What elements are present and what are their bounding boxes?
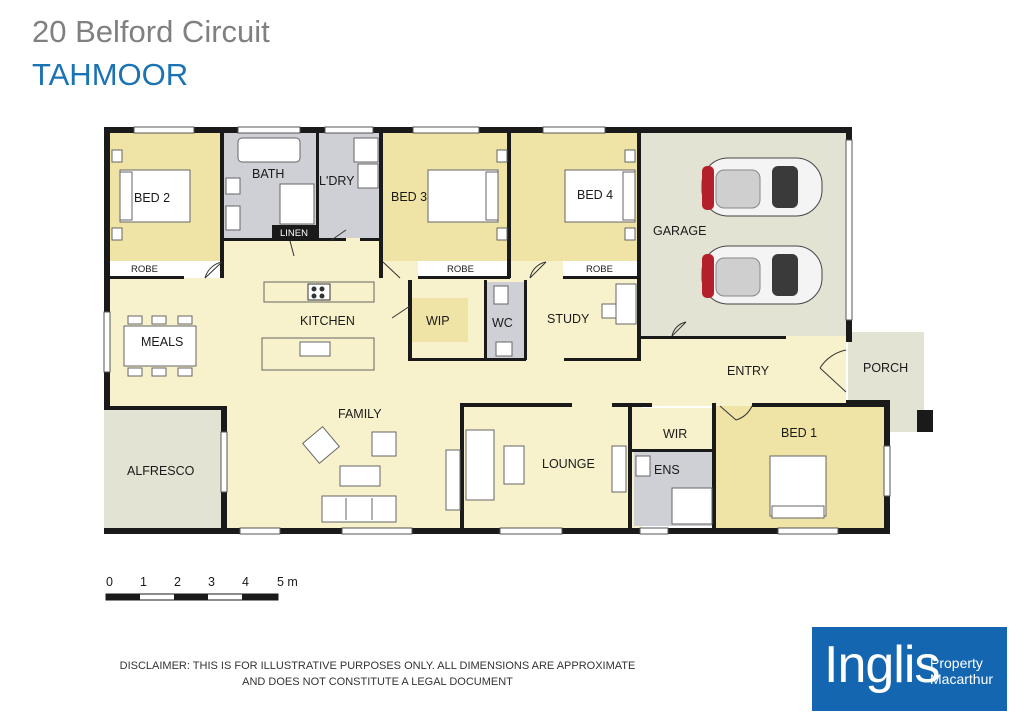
- bed3-robe-floor: [418, 261, 508, 278]
- room-label-bed3: BED 3: [391, 190, 427, 204]
- room-label-kitchen: KITCHEN: [300, 314, 355, 328]
- room-label-ens: ENS: [654, 463, 680, 477]
- room-label-porch: PORCH: [863, 361, 908, 375]
- room-label-wir: WIR: [663, 427, 687, 441]
- bed4-robe-floor: [563, 261, 638, 278]
- room-label-bath: BATH: [252, 167, 284, 181]
- disclaimer-line-1: DISCLAIMER: THIS IS FOR ILLUSTRATIVE PUR…: [119, 660, 636, 672]
- logo-line-1: Property: [930, 655, 983, 671]
- disclaimer-line-2: AND DOES NOT CONSTITUTE A LEGAL DOCUMENT: [242, 676, 513, 688]
- room-label-meals: MEALS: [141, 335, 183, 349]
- room-label-robe-bed2: ROBE: [131, 264, 158, 275]
- entry-floor: [640, 336, 846, 406]
- room-label-garage: GARAGE: [653, 224, 707, 238]
- car-top: [701, 157, 823, 217]
- scale-tick-5: 5 m: [277, 575, 298, 589]
- wip-floor: [412, 298, 468, 342]
- furniture: [111, 137, 827, 525]
- property-suburb: TAHMOOR: [32, 57, 189, 92]
- scale-tick-0: 0: [106, 575, 113, 589]
- logo-line-2: Macarthur: [930, 671, 994, 687]
- room-label-wc: WC: [492, 316, 513, 330]
- wir-floor: [634, 408, 714, 450]
- doors: [204, 229, 847, 421]
- room-label-robe-bed4: ROBE: [586, 264, 613, 275]
- room-label-bed2: BED 2: [134, 191, 170, 205]
- scale-bar: 0 1 2 3 4 5 m: [105, 575, 298, 601]
- property-address: 20 Belford Circuit: [32, 14, 270, 49]
- room-label-bed4: BED 4: [577, 188, 613, 202]
- scale-tick-4: 4: [242, 575, 249, 589]
- room-label-bed1: BED 1: [781, 426, 817, 440]
- room-label-laundry: L'DRY: [319, 174, 355, 188]
- room-label-lounge: LOUNGE: [542, 457, 595, 471]
- car-bottom: [701, 245, 823, 305]
- logo-brand: Inglis: [824, 636, 940, 694]
- room-label-robe-bed3: ROBE: [447, 264, 474, 275]
- room-label-wip: WIP: [426, 314, 450, 328]
- agency-logo: Inglis Property Macarthur: [812, 627, 1007, 711]
- room-label-family: FAMILY: [338, 407, 382, 421]
- alfresco-floor: [104, 410, 221, 532]
- scale-tick-1: 1: [140, 575, 147, 589]
- room-label-alfresco: ALFRESCO: [127, 464, 195, 478]
- windows: [103, 126, 891, 535]
- scale-tick-3: 3: [208, 575, 215, 589]
- bed2-robe-floor: [108, 261, 222, 278]
- disclaimer: DISCLAIMER: THIS IS FOR ILLUSTRATIVE PUR…: [110, 658, 645, 690]
- room-label-study: STUDY: [547, 312, 590, 326]
- room-label-entry: ENTRY: [727, 364, 770, 378]
- room-label-linen: LINEN: [280, 228, 308, 239]
- scale-tick-2: 2: [174, 575, 181, 589]
